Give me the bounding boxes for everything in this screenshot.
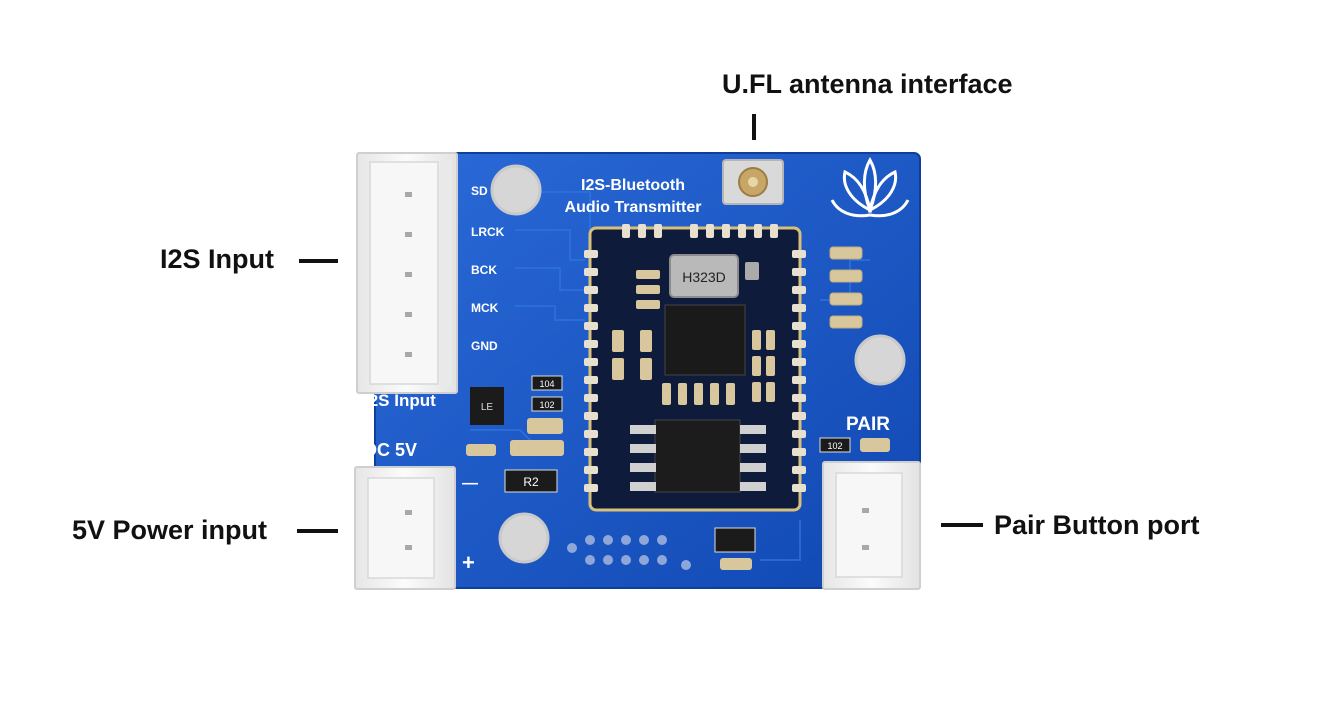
pin-label-gnd: GND xyxy=(471,339,498,353)
component-r2-marking: R2 xyxy=(523,475,539,489)
board-title-line1: I2S-Bluetooth xyxy=(581,177,685,194)
resistor-102-pair-marking: 102 xyxy=(827,441,842,451)
pair-button-connector xyxy=(822,461,921,590)
callout-power-input: 5V Power input xyxy=(72,515,268,545)
leader-pair-port xyxy=(941,523,983,527)
pin-label-lrck: LRCK xyxy=(471,225,505,239)
pin-label-sd: SD xyxy=(471,184,488,198)
leader-power-input xyxy=(297,529,338,533)
ufl-antenna-connector xyxy=(722,159,784,205)
mounting-holes xyxy=(490,164,906,564)
smd-components xyxy=(466,246,890,570)
bluetooth-module xyxy=(584,224,806,512)
minus-silk-label: — xyxy=(462,475,478,492)
via-grid xyxy=(567,535,691,570)
leader-antenna xyxy=(752,114,756,140)
resistor-102-marking: 102 xyxy=(539,400,554,410)
dc-5v-silk-label: DC 5V xyxy=(364,440,417,460)
module-pads xyxy=(584,224,806,492)
plus-silk-label: + xyxy=(462,550,475,575)
i2s-input-connector xyxy=(356,152,458,394)
leader-i2s-input xyxy=(299,259,338,263)
crystal-marking: H323D xyxy=(682,269,726,285)
regulator-le-marking: LE xyxy=(481,402,494,413)
lotus-logo-icon xyxy=(830,157,910,218)
pin-label-bck: BCK xyxy=(471,263,497,277)
resistor-104-marking: 104 xyxy=(539,379,554,389)
callout-pair-port: Pair Button port xyxy=(994,510,1200,540)
silkscreen-labels: I2S-Bluetooth Audio Transmitter SD LRCK … xyxy=(364,177,890,575)
callout-antenna: U.FL antenna interface xyxy=(722,69,1013,99)
i2s-input-silk-label: I2S Input xyxy=(364,391,436,410)
callout-i2s-input: I2S Input xyxy=(160,244,274,274)
board-title-line2: Audio Transmitter xyxy=(565,199,702,216)
pair-silk-label: PAIR xyxy=(846,414,890,435)
power-input-connector xyxy=(354,466,456,590)
pin-label-mck: MCK xyxy=(471,301,499,315)
